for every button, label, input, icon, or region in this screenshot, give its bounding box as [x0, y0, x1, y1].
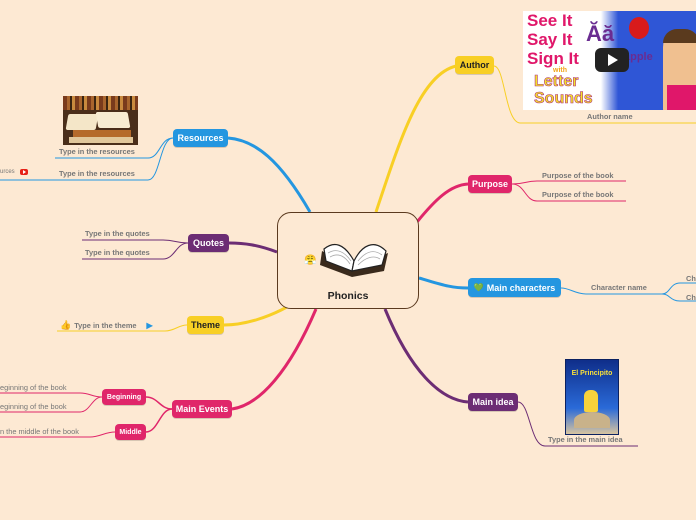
branch-author[interactable]: Author: [455, 56, 494, 74]
purpose-leaf-2[interactable]: Purpose of the book: [542, 190, 614, 199]
purpose-leaf-1[interactable]: Purpose of the book: [542, 171, 614, 180]
branch-resources[interactable]: Resources: [173, 129, 228, 147]
branch-main-idea-label: Main idea: [472, 397, 514, 407]
character-name-leaf[interactable]: Character name: [591, 283, 647, 292]
branch-quotes[interactable]: Quotes: [188, 234, 229, 252]
presenter-figure: [663, 29, 696, 110]
branch-main-events-label: Main Events: [175, 404, 229, 414]
video-title-2: Letter: [534, 73, 579, 91]
emoji-icon: 😤: [304, 255, 317, 266]
resources-leaf-1[interactable]: Type in the resources: [59, 147, 135, 156]
branch-author-label: Author: [459, 60, 490, 70]
apple-icon: [629, 17, 649, 39]
play-button-icon[interactable]: [595, 48, 629, 72]
beginning-leaf-2[interactable]: eginning of the book: [0, 402, 67, 411]
resources-leaf-2[interactable]: Type in the resources: [59, 169, 135, 178]
character-sub-leaf-1[interactable]: Ch: [686, 274, 696, 283]
youtube-icon: [19, 169, 28, 175]
resources-far-text: urces: [0, 169, 15, 175]
branch-theme[interactable]: Theme: [187, 316, 224, 334]
subtopic-beginning[interactable]: Beginning: [102, 389, 146, 405]
branch-purpose-label: Purpose: [471, 179, 508, 189]
main-idea-leaf[interactable]: Type in the main idea: [548, 435, 623, 444]
middle-leaf-1[interactable]: n the middle of the book: [0, 427, 79, 436]
branch-purpose[interactable]: Purpose: [468, 175, 512, 193]
branch-quotes-label: Quotes: [192, 238, 224, 248]
author-name-leaf[interactable]: Author name: [587, 112, 633, 121]
theme-leaf[interactable]: 👍 Type in the theme ▶: [60, 320, 153, 331]
video-line-2: Say It: [527, 30, 573, 49]
video-letters: Ăă: [586, 21, 615, 46]
central-topic[interactable]: 😤 Phonics: [277, 212, 419, 309]
book-cover-image: El Principito: [565, 359, 619, 435]
quotes-leaf-2[interactable]: Type in the quotes: [85, 248, 150, 257]
quotes-leaf-1[interactable]: Type in the quotes: [85, 229, 150, 238]
open-book-icon: [320, 243, 388, 277]
books-image: [63, 96, 138, 145]
video-line-3: Sign It: [527, 49, 579, 68]
character-sub-leaf-2[interactable]: Ch: [686, 293, 696, 302]
thumbs-up-icon: 👍: [60, 320, 72, 330]
beginning-leaf-1[interactable]: eginning of the book: [0, 383, 67, 392]
subtopic-middle-label: Middle: [119, 428, 142, 436]
subtopic-middle[interactable]: Middle: [115, 424, 146, 440]
branch-main-events[interactable]: Main Events: [172, 400, 232, 418]
branch-theme-label: Theme: [190, 320, 220, 330]
branch-resources-label: Resources: [177, 133, 224, 143]
theme-leaf-text: Type in the theme: [74, 321, 137, 330]
play-arrow-icon: ▶: [146, 321, 153, 330]
resources-far-leaf[interactable]: urces: [0, 169, 28, 175]
video-title-3: Sounds: [534, 90, 593, 108]
branch-main-idea[interactable]: Main idea: [468, 393, 518, 411]
video-thumbnail[interactable]: See It Say It Sign It Ăă apple with Lett…: [523, 11, 696, 110]
branch-main-characters-label: Main characters: [486, 282, 556, 293]
video-line-1: See It: [527, 11, 573, 30]
central-topic-title: Phonics: [327, 290, 369, 302]
branch-main-characters[interactable]: 💚 Main characters: [468, 278, 561, 297]
video-word: apple: [624, 51, 653, 63]
green-heart-icon: 💚: [473, 283, 484, 292]
book-cover-title: El Principito: [571, 370, 613, 377]
video-with: with: [553, 67, 567, 74]
subtopic-beginning-label: Beginning: [106, 393, 142, 401]
